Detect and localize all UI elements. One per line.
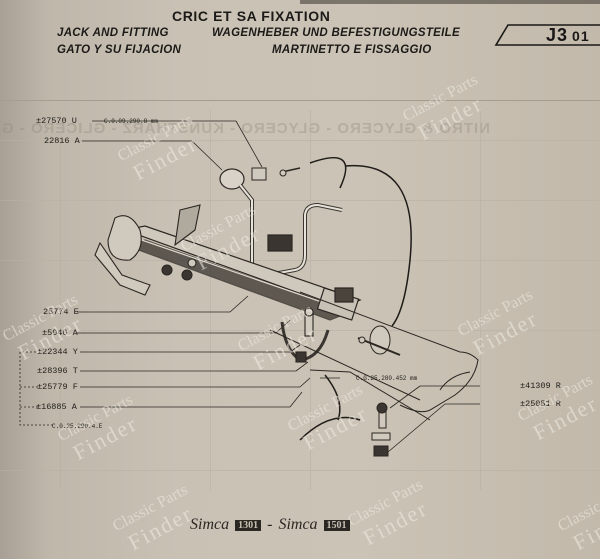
ghost-grid-line [60,110,61,490]
title-italian: MARTINETTO E FISSAGGIO [272,44,432,56]
simca-script-logo-2: Simca [278,516,318,533]
part-note-center: C.G.25.280.452 mm [356,375,418,382]
reference-frame-icon [494,24,600,46]
part-label-5940A: ±5940 A [42,328,78,338]
section-page: 01 [572,28,590,44]
model-logos: Simca 1301 - Simca 1501 [190,516,350,534]
part-label-25779F: ±25779 F [37,382,78,392]
part-label-41309R: ±41309 R [520,381,561,391]
simca-script-logo-1: Simca [190,516,230,533]
section-code: J3 [546,25,569,45]
logo-separator: - [267,516,273,533]
title-german: WAGENHEBER UND BEFESTIGUNGSTEILE [212,27,460,39]
part-label-27570U: ±27570 U [36,116,77,126]
title-french: CRIC ET SA FIXATION [172,8,331,24]
part-note-27570U: C.0.09.290.8 mm [104,118,159,125]
part-label-22816A: 22816 A [44,136,80,146]
part-label-28396T: ±28396 T [37,366,78,376]
ghost-grid-line [0,200,600,201]
part-label-25774E: 25774 E [43,307,79,317]
bleed-through-rule [0,100,600,101]
page-top-edge [300,0,600,4]
ghost-grid-line [0,330,600,331]
ghost-grid-line [0,470,600,471]
ghost-grid-line [0,260,600,261]
ghost-grid-line [210,110,211,490]
model-number-1501: 1501 [323,519,350,531]
ghost-grid-line [480,110,481,490]
title-spanish: GATO Y SU FIJACION [57,44,182,56]
ghost-grid-line [0,140,600,141]
part-label-16885A: ±16885 A [36,402,77,412]
title-english: JACK AND FITTING [57,27,169,39]
model-number-1301: 1301 [235,519,262,531]
part-label-22344Y: ±22344 Y [37,347,78,357]
part-label-25051R: ±25051 R [520,399,561,409]
part-note-bottom-left: C.0.25.290.4.E [52,423,103,430]
